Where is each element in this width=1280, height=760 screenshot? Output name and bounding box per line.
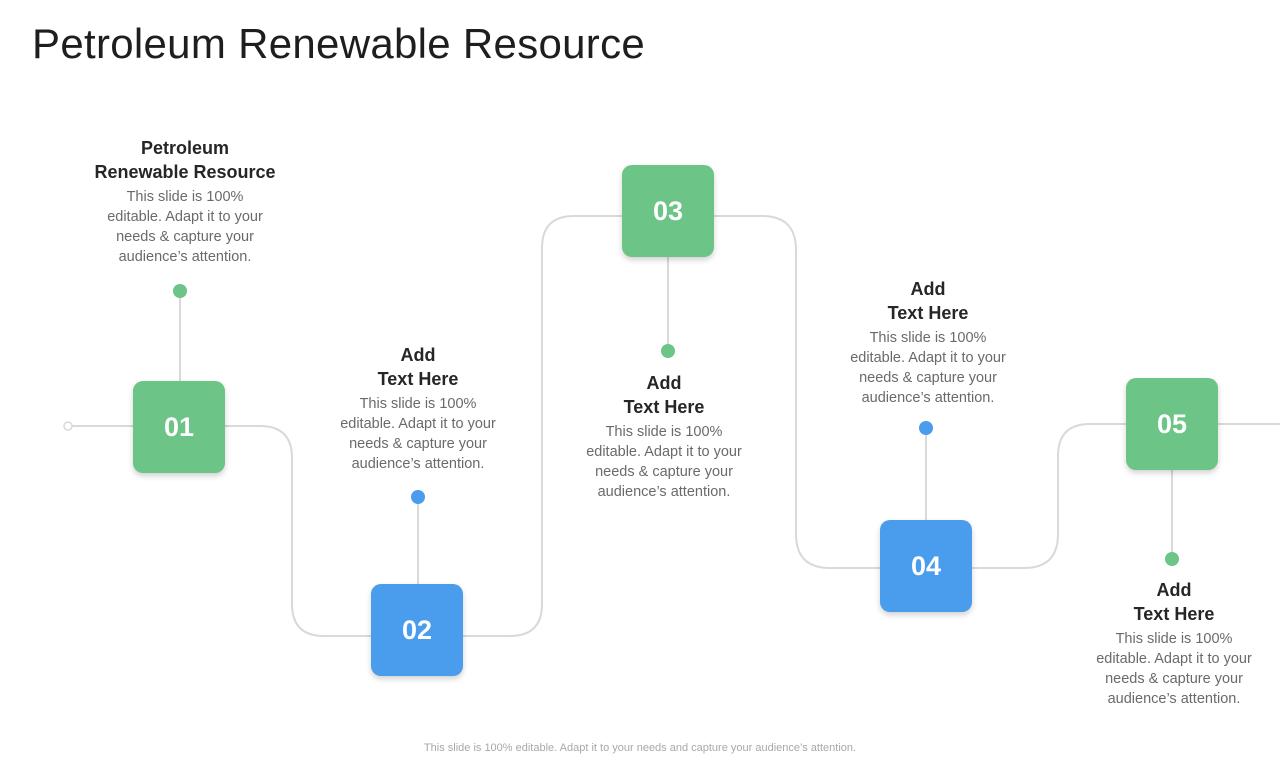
pin-dot-04 (919, 421, 933, 435)
step-box-01[interactable]: 01 (133, 381, 225, 473)
page-title: Petroleum Renewable Resource (32, 20, 646, 67)
text-heading: Petroleum Renewable Resource (94, 138, 276, 182)
text-body: This slide is 100% editable. Adapt it to… (1096, 631, 1252, 707)
text-heading: Add Text Here (377, 345, 459, 389)
step-box-03[interactable]: 03 (622, 165, 714, 257)
text-block-05: Add Text Here This slide is 100% editabl… (1064, 578, 1280, 709)
step-box-04[interactable]: 04 (880, 520, 972, 612)
step-number: 03 (652, 195, 684, 226)
step-number: 02 (401, 614, 433, 645)
step-number: 05 (1156, 408, 1188, 439)
path-start-dot (63, 421, 73, 431)
text-body: This slide is 100% editable. Adapt it to… (340, 396, 496, 472)
pin-dot-01 (173, 284, 187, 298)
text-body: This slide is 100% editable. Adapt it to… (850, 330, 1006, 406)
text-heading: Add Text Here (887, 279, 969, 323)
pin-dot-02 (411, 490, 425, 504)
text-block-04: Add Text Here This slide is 100% editabl… (818, 277, 1038, 408)
text-block-01: Petroleum Renewable Resource This slide … (75, 136, 295, 267)
text-block-02: Add Text Here This slide is 100% editabl… (308, 343, 528, 474)
step-number: 04 (910, 550, 942, 581)
text-body: This slide is 100% editable. Adapt it to… (586, 424, 742, 500)
step-number: 01 (163, 411, 195, 442)
text-body: This slide is 100% editable. Adapt it to… (107, 189, 263, 265)
footer-note: This slide is 100% editable. Adapt it to… (423, 742, 857, 754)
text-heading: Add Text Here (623, 373, 705, 417)
text-heading: Add Text Here (1133, 580, 1215, 624)
pin-dot-03 (661, 344, 675, 358)
step-box-05[interactable]: 05 (1126, 378, 1218, 470)
step-box-02[interactable]: 02 (371, 584, 463, 676)
pin-dot-05 (1165, 552, 1179, 566)
text-block-03: Add Text Here This slide is 100% editabl… (554, 371, 774, 502)
flow-path (68, 215, 1280, 637)
